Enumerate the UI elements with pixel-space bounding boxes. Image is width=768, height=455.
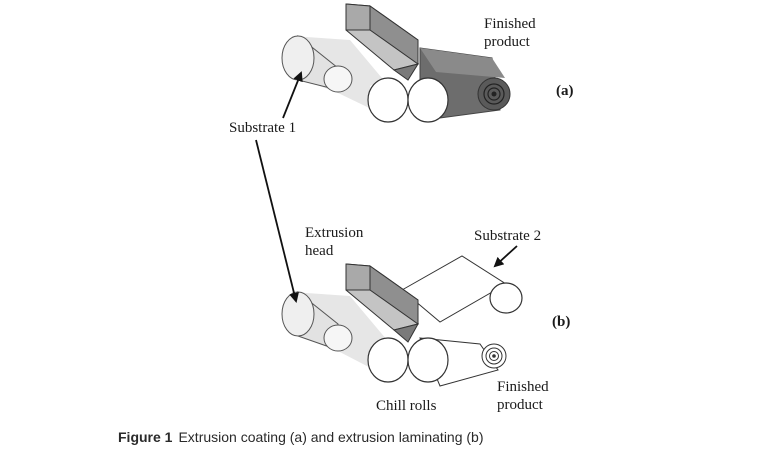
finished-product-label-b-line1: Finished [497,379,549,395]
finished-product-label-b-line2: product [497,397,544,413]
substrate1-arrow-to-b [255,139,299,303]
rewind-roll-a [477,77,511,111]
substrate1-arrow-to-a [282,71,303,119]
substrate1-label: Substrate 1 [229,120,296,136]
figure-caption: Figure 1 Extrusion coating (a) and extrus… [118,429,484,445]
part-b-label: (b) [552,314,570,330]
extrusion-head-a [345,3,420,81]
extrusion-head-b [345,263,419,343]
rewind-roll-b [481,343,507,369]
substrate2-label: Substrate 2 [474,228,541,244]
figure-number: Figure 1 [118,429,173,445]
chill-rolls-label: Chill rolls [376,398,437,414]
substrate2-arrow [493,245,518,268]
extrusion-head-label-line2: head [305,243,334,259]
part-a-label: (a) [556,83,574,99]
finished-product-label-a-line2: product [484,34,531,50]
extrusion-laminating-assembly [281,255,523,387]
caption-text: Extrusion coating (a) and extrusion lami… [178,429,484,445]
extrusion-head-label-line1: Extrusion [305,225,364,241]
extrusion-diagram: Finished product (a) Substrate 1 Extrusi… [229,3,574,414]
finished-product-label-a-line1: Finished [484,16,536,32]
substrate2-roll [489,282,523,314]
chill-rolls-b [367,337,449,383]
extrusion-coating-assembly [281,3,511,123]
chill-rolls-a [367,74,449,123]
